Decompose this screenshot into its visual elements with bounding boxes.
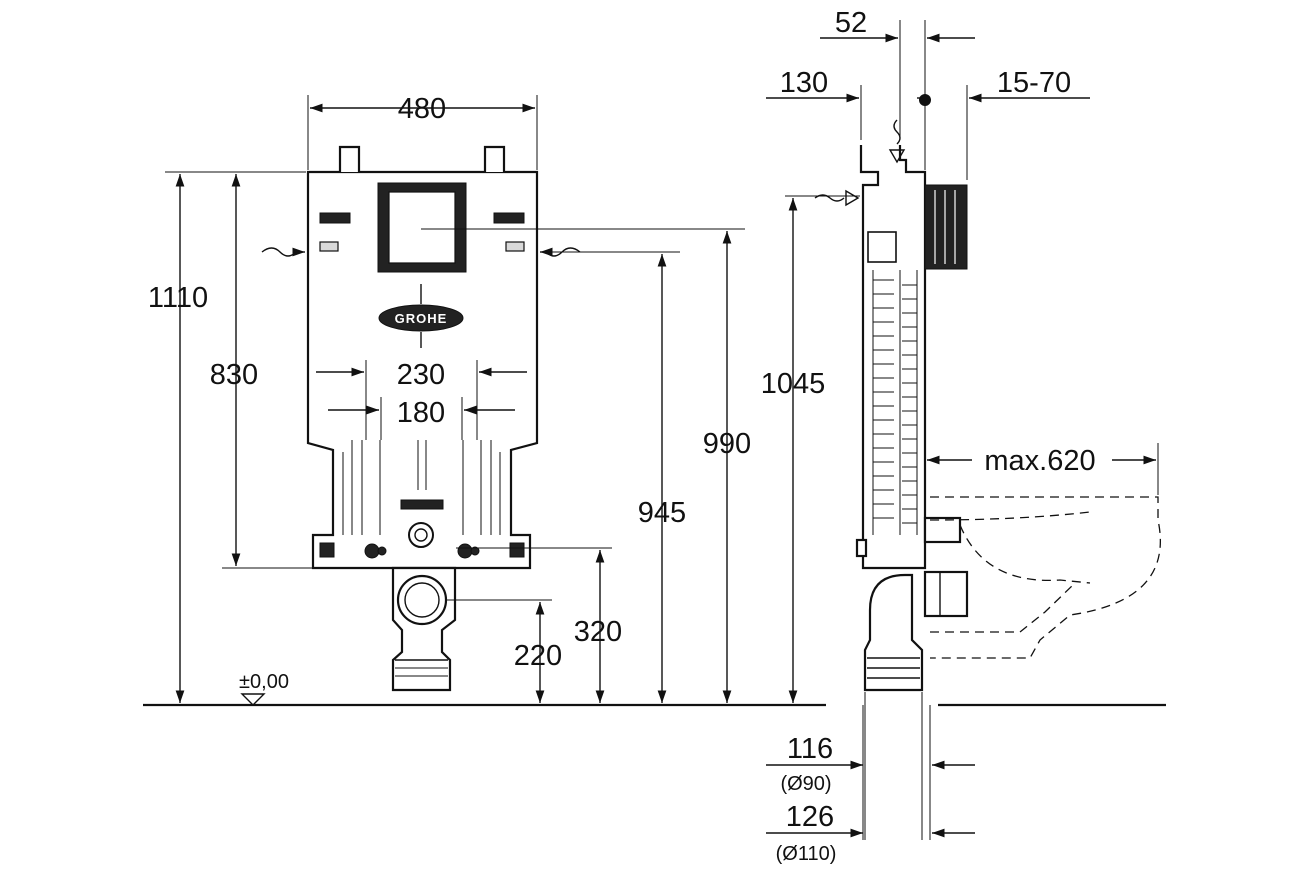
dim-1110: 1110 <box>148 282 208 314</box>
brand-logo <box>378 304 464 332</box>
floor-level-marker <box>240 693 266 706</box>
dim-116: 116 <box>787 733 833 765</box>
dim-990: 990 <box>703 428 751 460</box>
dim-116-diameter: (Ø90) <box>780 773 831 795</box>
dim-480: 480 <box>398 93 446 125</box>
dim-126: 126 <box>786 801 834 833</box>
dim-15-70: 15-70 <box>997 67 1071 99</box>
floor-level-label: ±0,00 <box>239 671 289 693</box>
dim-180: 180 <box>397 397 445 429</box>
dim-320: 320 <box>574 616 622 648</box>
side-view: 52 130 15-70 1045 max.620 116 (Ø90) 126 … <box>761 7 1166 865</box>
side-drain-elbow <box>863 573 924 692</box>
dim-126-diameter: (Ø110) <box>776 843 837 865</box>
hanger-tab-left <box>338 145 361 172</box>
dim-945: 945 <box>638 497 686 529</box>
frame-body <box>306 170 539 570</box>
dim-130: 130 <box>780 67 828 99</box>
dim-830: 830 <box>210 359 258 391</box>
front-view: GROHE <box>143 93 826 707</box>
dim-1045: 1045 <box>761 368 826 400</box>
dim-52: 52 <box>835 7 867 39</box>
dim-230: 230 <box>397 359 445 391</box>
dim-max-620: max.620 <box>984 445 1095 477</box>
dim-220: 220 <box>514 640 562 672</box>
wall-panel <box>924 184 968 270</box>
brand-logo-text: GROHE <box>395 311 448 326</box>
frame-profile <box>859 145 927 570</box>
hanger-tab-right <box>483 145 506 172</box>
wc-bowl-outline <box>930 496 1161 659</box>
